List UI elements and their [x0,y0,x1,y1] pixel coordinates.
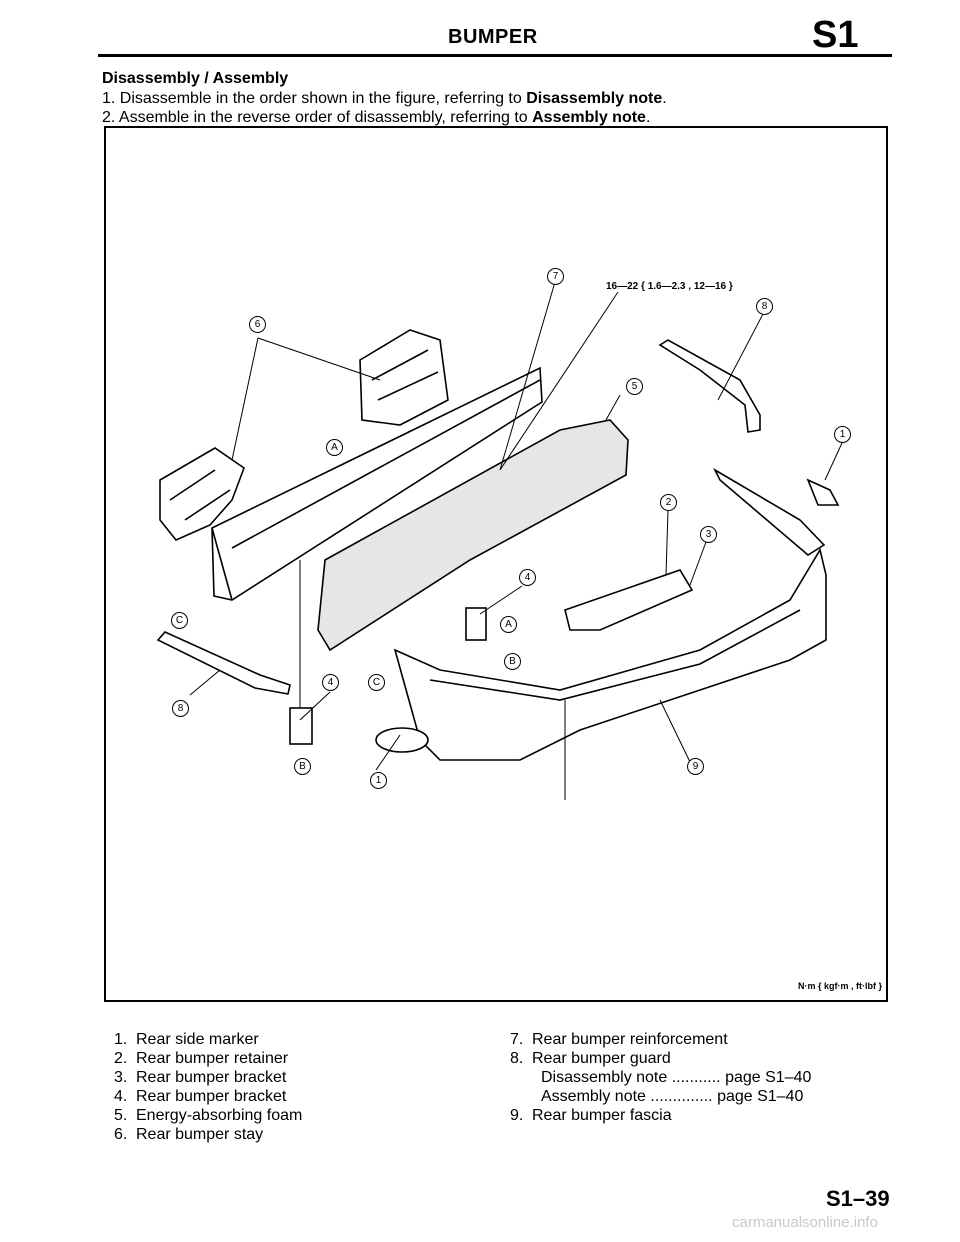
callout-2: 2 [660,494,677,511]
assembly-note-ref: Assembly note [532,109,646,126]
callout-3: 3 [700,526,717,543]
callout-b: B [504,653,521,670]
callout-6: 6 [249,316,266,333]
callout-5: 5 [626,378,643,395]
list-item: 5.Energy-absorbing foam [114,1107,303,1124]
page-title: BUMPER [448,26,538,48]
section-code: S1 [812,14,859,56]
list-item: 2.Rear bumper retainer [114,1050,289,1067]
list-item: 1.Rear side marker [114,1031,259,1048]
exploded-view-figure [104,126,888,1002]
list-item: 8.Rear bumper guard [510,1050,671,1067]
callout-1: 1 [834,426,851,443]
rear-bumper-guard-lower [156,631,291,695]
list-item: 6.Rear bumper stay [114,1126,264,1143]
callout-c: C [171,612,188,629]
disassembly-note-ref: Disassembly note [526,90,663,107]
callout-7: 7 [547,268,564,285]
rear-bumper-stay-left [159,447,245,541]
list-item: 7.Rear bumper reinforcement [510,1031,728,1048]
rear-bumper-bracket [465,607,487,641]
callout-4: 4 [519,569,536,586]
callout-a: A [326,439,343,456]
callout-b: B [294,758,311,775]
rear-side-marker-left [375,727,429,753]
unit-legend: N·m { kgf·m , ft·lbf } [798,981,882,991]
list-item: 4.Rear bumper bracket [114,1088,287,1105]
callout-a: A [500,616,517,633]
header-rule [98,54,892,57]
rear-bumper-guard-upper [658,339,761,433]
list-item: 3.Rear bumper bracket [114,1069,287,1086]
assembly-note-page: Assembly note .............. page S1–40 [541,1088,804,1105]
rear-bumper-retainer [564,569,694,631]
instruction-step-1: 1. Disassemble in the order shown in the… [102,90,667,107]
callout-1: 1 [370,772,387,789]
energy-absorbing-foam [317,419,629,652]
rear-side-marker-right [806,478,840,506]
callout-c: C [368,674,385,691]
watermark: carmanualsonline.info [732,1214,878,1231]
page-number: S1–39 [826,1186,890,1211]
parts-list-right: 7.Rear bumper reinforcement 8.Rear bumpe… [510,1030,811,1125]
callout-9: 9 [687,758,704,775]
callout-4: 4 [322,674,339,691]
rear-bumper-stay-right [359,329,449,426]
callout-8: 8 [756,298,773,315]
torque-spec: 16—22 { 1.6—2.3 , 12—16 } [606,281,733,292]
list-item: 9.Rear bumper fascia [510,1107,672,1124]
section-heading: Disassembly / Assembly [102,70,289,87]
instruction-step-2: 2. Assemble in the reverse order of disa… [102,109,651,126]
rear-bumper-fascia [393,467,827,761]
disassembly-note-page: Disassembly note ........... page S1–40 [541,1069,812,1086]
parts-list-left: 1.Rear side marker 2.Rear bumper retaine… [114,1030,302,1144]
rear-bumper-bracket-lower [289,707,313,745]
callout-8: 8 [172,700,189,717]
rear-bumper-reinforcement [211,366,543,601]
